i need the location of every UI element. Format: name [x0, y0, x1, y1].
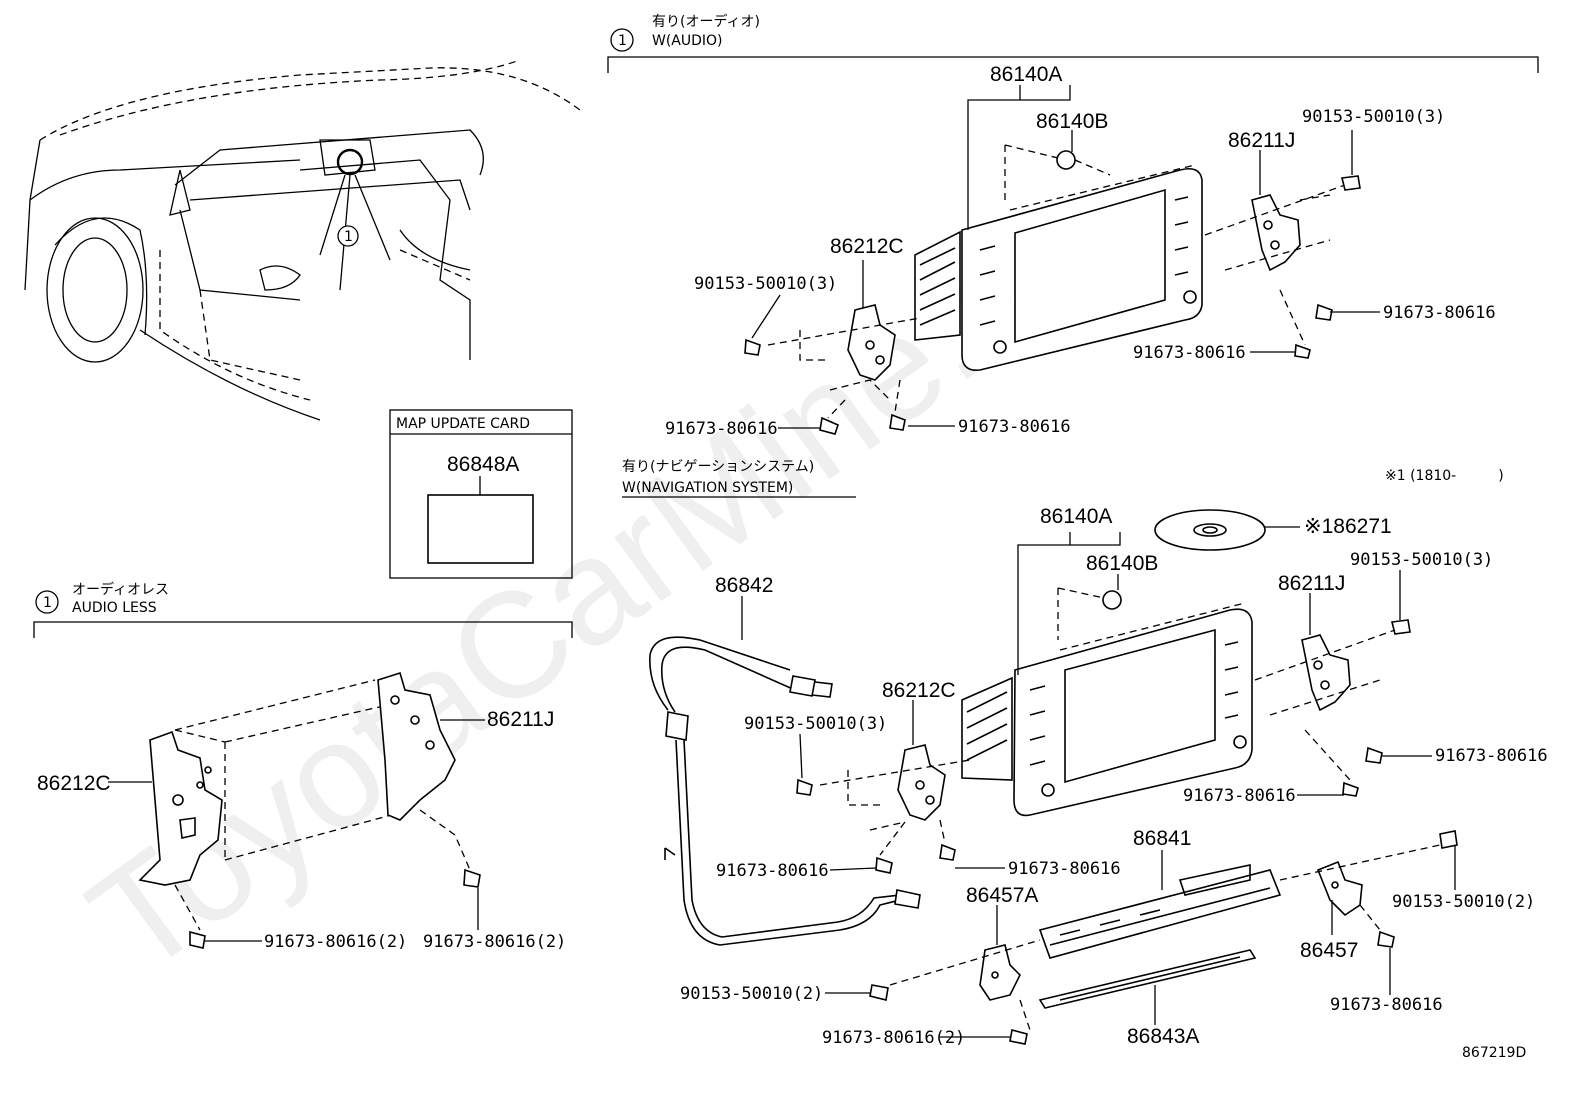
audio-less-label-bracket-left: 86212C	[37, 772, 111, 795]
audio-bolt-right-lower	[1294, 343, 1311, 359]
map-card-shape	[427, 494, 534, 564]
nav-screw-lower-right	[1439, 830, 1458, 849]
audio-screw-top-right	[1341, 175, 1361, 191]
audio-less-label-bolt-right: 91673-80616(2)	[423, 932, 566, 952]
nav-label-screw-top-right: 90153-50010(3)	[1350, 550, 1493, 570]
nav-label-bolt-right-lower: 91673-80616	[1183, 786, 1296, 806]
nav-screw-lower-left	[869, 984, 889, 1001]
nav-label-cover: 86843A	[1127, 1025, 1199, 1048]
nav-title-jp: 有り(ナビゲーションシステム)	[622, 459, 814, 475]
audio-less-label-bolt-left: 91673-80616(2)	[264, 932, 407, 952]
audio-title-en: W(AUDIO)	[652, 33, 723, 49]
audio-less-box-outline	[174, 679, 411, 861]
audio-label-knob: 86140B	[1036, 110, 1108, 133]
nav-wire-harness	[649, 636, 921, 946]
audio-less-section-bracket	[33, 621, 573, 638]
nav-screw-left	[796, 778, 813, 796]
audio-bracket-right	[1251, 194, 1301, 272]
audio-label-screw-left: 90153-50010(3)	[694, 274, 837, 294]
nav-label-screw-lower-left: 90153-50010(2)	[680, 984, 823, 1004]
audio-less-bracket-left	[138, 730, 223, 886]
nav-label-disc: ※186271	[1304, 515, 1392, 538]
audio-label-bolt-bottom-right: 91673-80616	[958, 417, 1071, 437]
audio-label-bolt-bottom-left: 91673-80616	[665, 419, 778, 439]
nav-disc	[1154, 509, 1266, 551]
audio-less-callout-number: 1	[43, 595, 52, 611]
nav-bolt-center	[939, 843, 956, 861]
nav-bolt-lower-right	[1377, 930, 1395, 948]
audio-label-bolt-right-upper: 91673-80616	[1383, 303, 1496, 323]
nav-display-unit	[961, 602, 1253, 817]
audio-bracket-left	[847, 304, 896, 381]
vehicle-interior-illustration: 1	[24, 59, 581, 421]
vehicle-callout-number: 1	[344, 229, 353, 245]
section-navigation: 有り(ナビゲーションシステム) W(NAVIGATION SYSTEM) ※1 …	[622, 459, 1548, 1048]
nav-label-bracket-lower-left: 86457A	[966, 884, 1038, 907]
nav-label-wire: 86842	[715, 574, 773, 597]
nav-knob	[1102, 590, 1122, 610]
nav-label-bracket-left: 86212C	[882, 679, 956, 702]
nav-label-bracket-right: 86211J	[1278, 572, 1345, 595]
vehicle-callout-circle	[337, 225, 359, 247]
map-card-part: 86848A	[447, 453, 519, 476]
audio-bolt-right-upper	[1315, 303, 1333, 321]
nav-label-screw-left: 90153-50010(3)	[744, 714, 887, 734]
audio-less-title-en: AUDIO LESS	[72, 600, 157, 616]
audio-less-bracket-right	[377, 671, 456, 821]
nav-bolt-lower-left	[1009, 1029, 1028, 1045]
nav-label-screw-lower-right: 90153-50010(2)	[1392, 892, 1535, 912]
nav-bracket-left	[897, 744, 946, 821]
nav-label-bolt-lower-right: 91673-80616	[1330, 995, 1443, 1015]
audio-less-label-bracket-right: 86211J	[487, 708, 554, 731]
audio-bolt-bottom-right	[889, 413, 906, 431]
audio-title-jp: 有り(オーディオ)	[652, 13, 760, 30]
audio-less-callout-circle	[35, 590, 59, 614]
nav-label-unit: 86841	[1133, 827, 1191, 850]
audio-screw-left	[744, 338, 761, 356]
audio-bolt-bottom-left	[819, 416, 839, 435]
audio-label-bolt-right-lower: 91673-80616	[1133, 343, 1246, 363]
audio-callout-number: 1	[618, 33, 627, 49]
nav-label-bolt-right-upper: 91673-80616	[1435, 746, 1548, 766]
audio-callout-circle	[610, 28, 634, 52]
diagram-code: 867219D	[1462, 1045, 1526, 1061]
nav-label-bolt-left: 91673-80616	[716, 861, 829, 881]
nav-bracket-right	[1301, 634, 1351, 712]
nav-bolt-left	[875, 856, 893, 874]
map-card-title: MAP UPDATE CARD	[396, 416, 530, 432]
nav-bracket-lower-left	[979, 944, 1021, 1001]
nav-label-knob: 86140B	[1086, 552, 1158, 575]
audio-label-bracket-right: 86211J	[1228, 129, 1295, 152]
nav-screw-top-right	[1391, 619, 1411, 635]
audio-knob	[1056, 150, 1076, 170]
map-update-card-box: MAP UPDATE CARD 86848A	[389, 409, 573, 579]
audio-label-display: 86140A	[990, 63, 1062, 86]
nav-label-bolt-center: 91673-80616	[1008, 859, 1121, 879]
audio-less-bolt-right	[463, 868, 481, 888]
audio-label-bracket-left: 86212C	[830, 235, 904, 258]
nav-note: ※1 (1810- )	[1385, 468, 1504, 484]
section-audio-less: 1 オーディオレス AUDIO LESS 86212C 86211J 91	[33, 581, 573, 952]
nav-bolt-right-upper	[1365, 746, 1383, 764]
nav-title-en: W(NAVIGATION SYSTEM)	[622, 480, 793, 496]
nav-label-display: 86140A	[1040, 505, 1112, 528]
section-audio: 1 有り(オーディオ) W(AUDIO)	[607, 13, 1539, 439]
nav-label-bolt-lower-left: 91673-80616(2)	[822, 1028, 965, 1048]
nav-bolt-right-lower	[1342, 781, 1359, 797]
audio-label-screw-top-right: 90153-50010(3)	[1302, 107, 1445, 127]
nav-label-bracket-lower-right: 86457	[1300, 939, 1358, 962]
audio-less-title-jp: オーディオレス	[72, 581, 169, 598]
nav-unit	[1038, 864, 1282, 959]
audio-less-bolt-left	[189, 930, 206, 949]
audio-display-unit	[914, 164, 1203, 372]
audio-section-bracket	[607, 56, 1539, 73]
nav-bracket-lower-right	[1316, 860, 1363, 917]
